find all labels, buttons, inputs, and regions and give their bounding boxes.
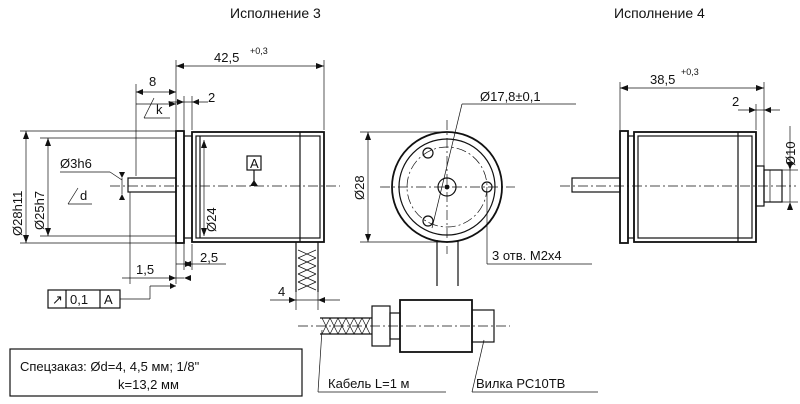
tolerance-value: 0,1 (70, 292, 88, 307)
datum-a-label: A (250, 156, 259, 171)
dim-1-5-value: 1,5 (136, 262, 154, 277)
dim-25h7: Ø25h7 (32, 137, 176, 237)
variant3-side-view: A (110, 130, 340, 292)
holes-label: 3 отв. М2х4 (492, 248, 562, 263)
cable-callout: Кабель L=1 м (317, 329, 446, 393)
dim-38-5-value: 38,5 (650, 72, 675, 87)
special-order-box: Спецзаказ: Ød=4, 4,5 мм; 1/8" k=13,2 мм (9, 348, 303, 397)
dim-8: 8 k (135, 74, 176, 176)
holes-callout: 3 отв. М2х4 (486, 192, 592, 265)
dim-42-5-value: 42,5 (214, 50, 239, 65)
dim-24: Ø24 (201, 140, 219, 236)
plug-label: Вилка РС10ТВ (476, 376, 565, 391)
dim-25h7-value: Ø25h7 (32, 191, 47, 230)
tolerance-symbol: ↗ (52, 292, 63, 307)
heading-variant-3: Исполнение 3 (230, 5, 321, 21)
dim-k-label: k (156, 102, 163, 117)
dim-28-front: Ø28 (352, 131, 447, 243)
variant4-side-view (560, 130, 796, 244)
special-order-line1: Спецзаказ: Ød=4, 4,5 мм; 1/8" (20, 359, 200, 374)
dim-38-5: 38,5 +0,3 (619, 67, 765, 166)
dim-d-label: d (80, 188, 87, 203)
dim-17-8-value: Ø17,8±0,1 (480, 89, 541, 104)
dim-2-right: 2 (732, 94, 780, 130)
dim-2-5: 2,5 (176, 244, 226, 270)
cable-plug-detail (298, 299, 510, 353)
dim-28h11: Ø28h11 (10, 130, 176, 244)
dim-4-value: 4 (278, 284, 285, 299)
dim-10-value: Ø10 (783, 141, 798, 166)
dim-1-5: 1,5 (122, 192, 191, 284)
special-order-line2: k=13,2 мм (118, 377, 179, 392)
dim-24-value: Ø24 (204, 207, 219, 232)
dim-38-5-tolerance: +0,3 (681, 67, 699, 77)
dim-28h11-value: Ø28h11 (10, 191, 25, 236)
variant3-cable-exit (295, 242, 319, 292)
dim-10: Ø10 (782, 126, 798, 210)
dim-42-5-tolerance: +0,3 (250, 46, 268, 56)
dim-3h6: Ø3h6 d (60, 156, 125, 205)
dim-42-5: 42,5 +0,3 (175, 46, 325, 130)
dim-2-top-value: 2 (208, 90, 215, 105)
heading-variant-4: Исполнение 4 (614, 5, 705, 21)
dim-17-8: Ø17,8±0,1 (431, 89, 576, 229)
dim-2-5-value: 2,5 (200, 250, 218, 265)
dim-8-value: 8 (149, 74, 156, 89)
dim-4: 4 (270, 284, 340, 310)
cable-label: Кабель L=1 м (328, 376, 410, 391)
dim-28-front-value: Ø28 (352, 175, 367, 200)
tolerance-frame: ↗ 0,1 A (47, 283, 176, 309)
tolerance-datum: A (104, 292, 113, 307)
dim-2-right-value: 2 (732, 94, 739, 109)
dim-2-top: 2 (168, 90, 215, 130)
dim-3h6-value: Ø3h6 (60, 156, 92, 171)
plug-callout: Вилка РС10ТВ (471, 339, 598, 393)
